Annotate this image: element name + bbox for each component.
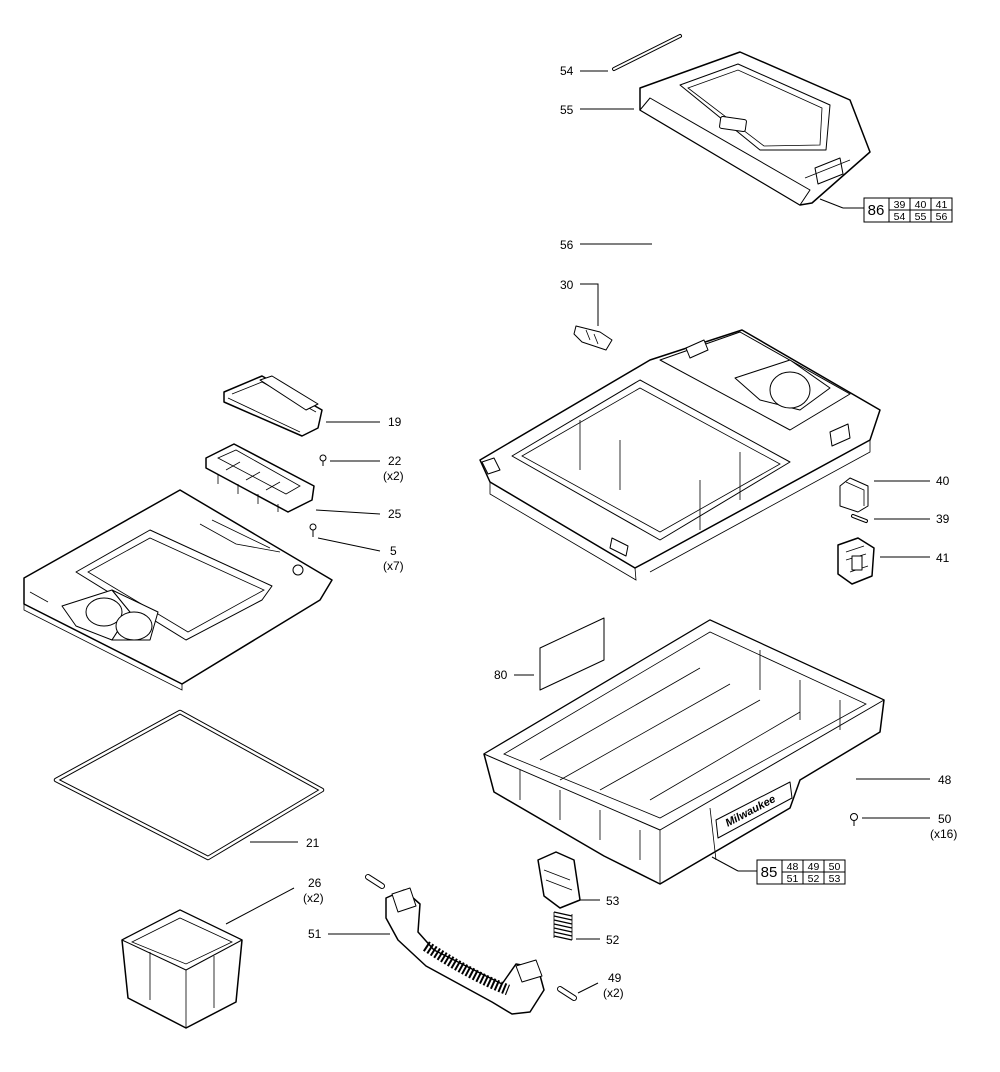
callout-50-label: 50	[938, 812, 952, 826]
kit-86-part: 40	[915, 199, 927, 211]
callout-25: 25	[315, 507, 402, 521]
part-19-rail	[223, 375, 323, 437]
callout-26-label: 26	[308, 876, 322, 890]
callout-5-qty: (x7)	[383, 559, 404, 573]
part-49-pin	[557, 986, 577, 1001]
part-49-pin	[365, 874, 385, 889]
callout-53: 53	[580, 894, 620, 908]
part-21-seal	[53, 709, 325, 861]
kit-86-box: 86 39 40 41 54 55 56	[819, 197, 953, 223]
part-56-seal	[655, 205, 863, 325]
kit-86-part: 41	[936, 199, 948, 211]
callout-56: 56	[560, 238, 652, 252]
part-5-screw	[309, 523, 317, 537]
callout-80: 80	[494, 668, 534, 682]
callout-48-label: 48	[938, 773, 952, 787]
callout-50-qty: (x16)	[930, 827, 957, 841]
part-55-lid	[639, 51, 871, 206]
part-26-bin	[121, 909, 243, 1029]
kit-85-part: 50	[829, 861, 841, 873]
part-40-bracket	[839, 477, 869, 513]
kit-85-box: 85 48 49 50 51 52 53	[711, 856, 846, 885]
kit-85-part: 53	[829, 873, 841, 885]
callout-19-label: 19	[388, 415, 402, 429]
callout-5-label: 5	[390, 544, 397, 558]
kit-85-number: 85	[761, 864, 778, 881]
part-25-frame	[205, 443, 315, 513]
callout-39: 39	[874, 512, 950, 526]
callout-40-label: 40	[936, 474, 950, 488]
callout-19: 19	[326, 415, 402, 429]
callout-30-label: 30	[560, 278, 574, 292]
callout-21: 21	[250, 836, 320, 850]
part-41-latch	[837, 537, 875, 585]
kit-86-part: 55	[915, 211, 927, 223]
callout-50: 50 (x16)	[862, 812, 957, 841]
part-30-clip	[573, 325, 613, 351]
part-52-spring	[553, 911, 573, 941]
part-22-screw	[319, 454, 327, 466]
callout-54-label: 54	[560, 64, 574, 78]
part-51-handle	[385, 887, 545, 1015]
part-48-base: Milwaukee	[483, 619, 885, 885]
callout-49-qty: (x2)	[603, 986, 624, 1000]
left-lid	[23, 489, 333, 691]
callout-52-label: 52	[606, 933, 620, 947]
callout-22-label: 22	[388, 454, 402, 468]
callout-26-qty: (x2)	[303, 891, 324, 905]
callout-22-qty: (x2)	[383, 469, 404, 483]
part-54-pin	[612, 34, 682, 71]
upper-tray	[479, 329, 881, 581]
kit-85-part: 48	[787, 861, 799, 873]
callout-39-label: 39	[936, 512, 950, 526]
part-53-latch	[537, 851, 581, 909]
kit-86-part: 56	[936, 211, 948, 223]
callout-25-label: 25	[388, 507, 402, 521]
callout-55: 55	[560, 103, 634, 117]
callout-52: 52	[576, 933, 620, 947]
callout-54: 54	[560, 64, 608, 78]
callout-48: 48	[856, 773, 952, 787]
callout-51-label: 51	[308, 927, 322, 941]
callout-41-label: 41	[936, 551, 950, 565]
callout-40: 40	[874, 474, 950, 488]
kit-86-number: 86	[868, 202, 885, 219]
callout-55-label: 55	[560, 103, 574, 117]
kit-86-part: 39	[894, 199, 906, 211]
part-50-screw	[850, 813, 858, 826]
kit-85-part: 52	[808, 873, 820, 885]
callout-30: 30	[560, 278, 599, 326]
callout-53-label: 53	[606, 894, 620, 908]
callout-80-label: 80	[494, 668, 508, 682]
callout-49: 49 (x2)	[577, 971, 624, 1000]
callout-26: 26 (x2)	[225, 876, 324, 925]
kit-85-part: 51	[787, 873, 799, 885]
part-80-label	[539, 617, 605, 691]
callout-22: 22 (x2)	[330, 454, 404, 483]
callout-41: 41	[880, 551, 950, 565]
callout-5: 5 (x7)	[317, 537, 404, 573]
callout-56-label: 56	[560, 238, 574, 252]
callout-49-label: 49	[608, 971, 622, 985]
callout-21-label: 21	[306, 836, 320, 850]
part-39-pin	[851, 514, 868, 523]
callout-51: 51	[308, 927, 390, 941]
kit-86-part: 54	[894, 211, 906, 223]
kit-85-part: 49	[808, 861, 820, 873]
